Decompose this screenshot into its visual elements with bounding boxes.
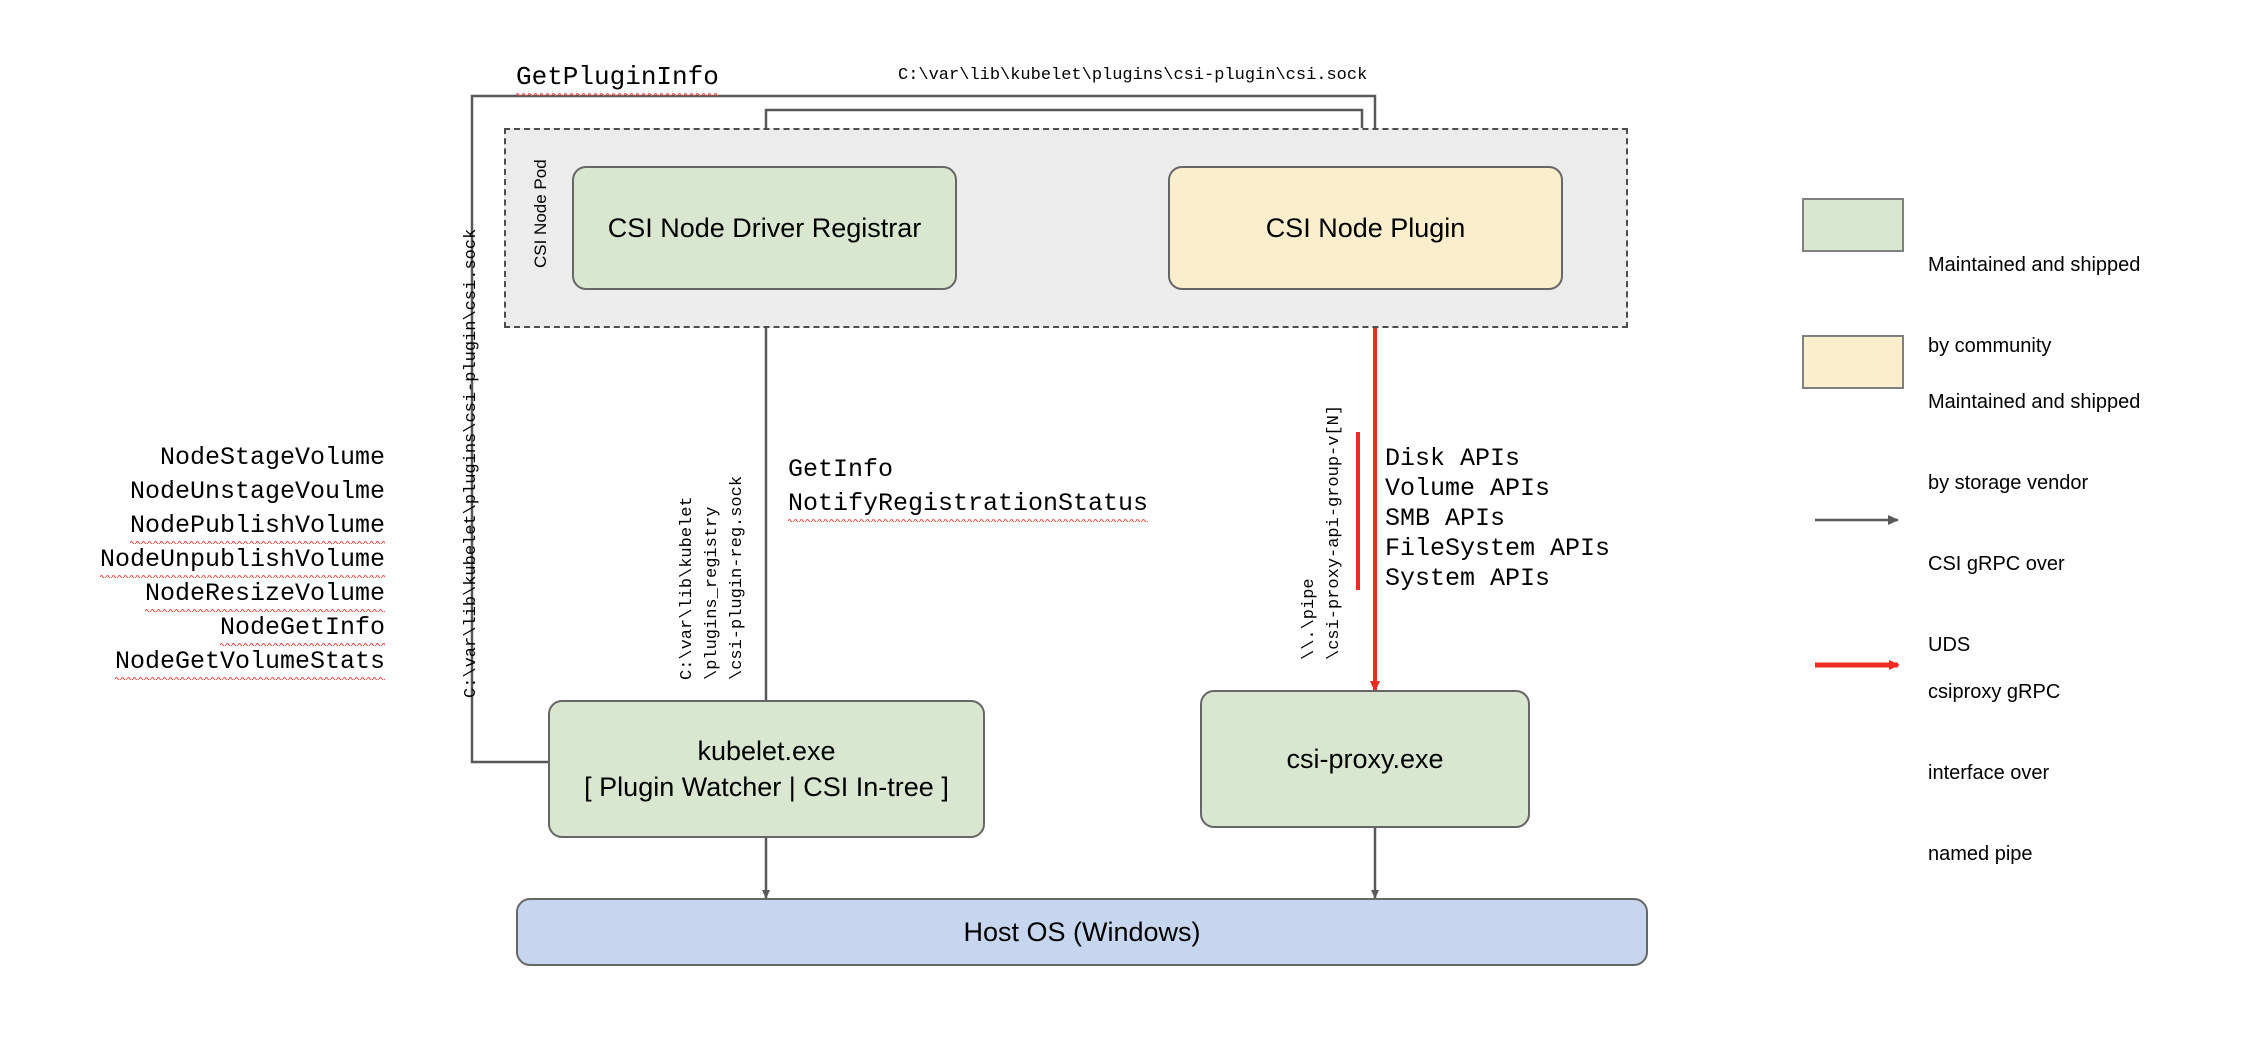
list-item: NodePublishVolume <box>100 511 385 545</box>
legend-line-2: by community <box>1928 335 2052 357</box>
call-name: NodeUnpublishVolume <box>100 545 386 579</box>
legend-line-2: interface over <box>1928 762 2050 784</box>
legend-line-3: named pipe <box>1928 843 2033 865</box>
api-name: Volume APIs <box>1385 474 1551 503</box>
legend-swatch-community <box>1802 198 1904 252</box>
node-label: CSI Node Plugin <box>1265 212 1466 243</box>
legend-line-2: by storage vendor <box>1928 472 2089 494</box>
call-name: NodeStageVolume <box>159 443 385 472</box>
label-get-info: GetInfo <box>788 455 894 484</box>
node-label: CSI Node Driver Registrar <box>607 212 922 243</box>
list-item: FileSystem APIs <box>1385 534 1610 564</box>
list-item: System APIs <box>1385 564 1610 594</box>
label-registry-path-line-3: \csi-plugin-reg.sock <box>728 475 747 680</box>
label-notify-registration-status: NotifyRegistrationStatus <box>788 489 1149 523</box>
node-service-call-list: NodeStageVolume NodeUnstageVoulme NodePu… <box>100 443 386 681</box>
call-name: NodePublishVolume <box>129 511 385 545</box>
node-csi-node-driver-registrar[interactable]: CSI Node Driver Registrar <box>572 166 957 290</box>
call-name: NodeUnstageVoulme <box>129 477 385 506</box>
list-item: NodeResizeVolume <box>100 579 385 613</box>
label-get-plugin-info: GetPluginInfo <box>516 62 719 97</box>
legend-line-1: Maintained and shipped <box>1928 391 2141 413</box>
list-item: Volume APIs <box>1385 474 1610 504</box>
label-registry-path-line-2: \plugins_registry <box>703 506 722 680</box>
call-name: NodeGetInfo <box>219 613 385 647</box>
label-csi-sock-path-left: C:\var\lib\kubelet\plugins\csi-plugin\cs… <box>462 228 481 698</box>
legend-label-storage-vendor: Maintained and shipped by storage vendor <box>1928 335 2140 551</box>
legend-line-2: UDS <box>1928 634 1971 656</box>
node-csi-proxy-exe[interactable]: csi-proxy.exe <box>1200 690 1530 828</box>
legend-line-1: Maintained and shipped <box>1928 254 2141 276</box>
kubelet-line-2: [ Plugin Watcher | CSI In-tree ] <box>584 772 949 802</box>
label-csi-sock-path-top: C:\var\lib\kubelet\plugins\csi-plugin\cs… <box>898 66 1368 85</box>
api-name: FileSystem APIs <box>1385 534 1611 563</box>
api-name: Disk APIs <box>1385 444 1521 473</box>
call-name: NodeGetVolumeStats <box>114 647 385 681</box>
node-kubelet-exe[interactable]: kubelet.exe [ Plugin Watcher | CSI In-tr… <box>548 700 985 838</box>
list-item: NodeStageVolume <box>100 443 385 472</box>
legend-label-csiproxy-named-pipe: csiproxy gRPC interface over named pipe <box>1928 625 2060 922</box>
label-pipe-line-2: \csi-proxy-api-group-v[N] <box>1325 404 1344 660</box>
list-item: SMB APIs <box>1385 504 1610 534</box>
label-pipe-line-1: \\.\pipe <box>1300 578 1319 660</box>
legend-label-csi-grpc-uds: CSI gRPC over UDS <box>1928 497 2065 713</box>
list-item: NodeGetInfo <box>100 613 385 647</box>
list-item: NodeUnstageVoulme <box>100 477 385 506</box>
list-item: Disk APIs <box>1385 444 1610 474</box>
api-name: SMB APIs <box>1385 504 1506 533</box>
api-group-list: Disk APIs Volume APIs SMB APIs FileSyste… <box>1385 444 1610 594</box>
label-registry-path-line-1: C:\var\lib\kubelet <box>678 496 697 680</box>
call-name: NodeResizeVolume <box>144 579 385 613</box>
node-label: csi-proxy.exe <box>1286 743 1444 774</box>
api-name: System APIs <box>1385 564 1551 593</box>
legend-line-1: csiproxy gRPC <box>1928 681 2061 703</box>
node-csi-node-plugin[interactable]: CSI Node Plugin <box>1168 166 1563 290</box>
legend-swatch-storage-vendor <box>1802 335 1904 389</box>
list-item: NodeUnpublishVolume <box>100 545 386 579</box>
csi-node-pod-label: CSI Node Pod <box>531 159 550 268</box>
node-host-os[interactable]: Host OS (Windows) <box>516 898 1648 966</box>
kubelet-line-1: kubelet.exe <box>697 735 836 766</box>
legend-label-community: Maintained and shipped by community <box>1928 198 2140 414</box>
list-item: NodeGetVolumeStats <box>100 647 385 681</box>
legend-line-1: CSI gRPC over <box>1928 553 2065 575</box>
node-label: Host OS (Windows) <box>963 916 1201 947</box>
